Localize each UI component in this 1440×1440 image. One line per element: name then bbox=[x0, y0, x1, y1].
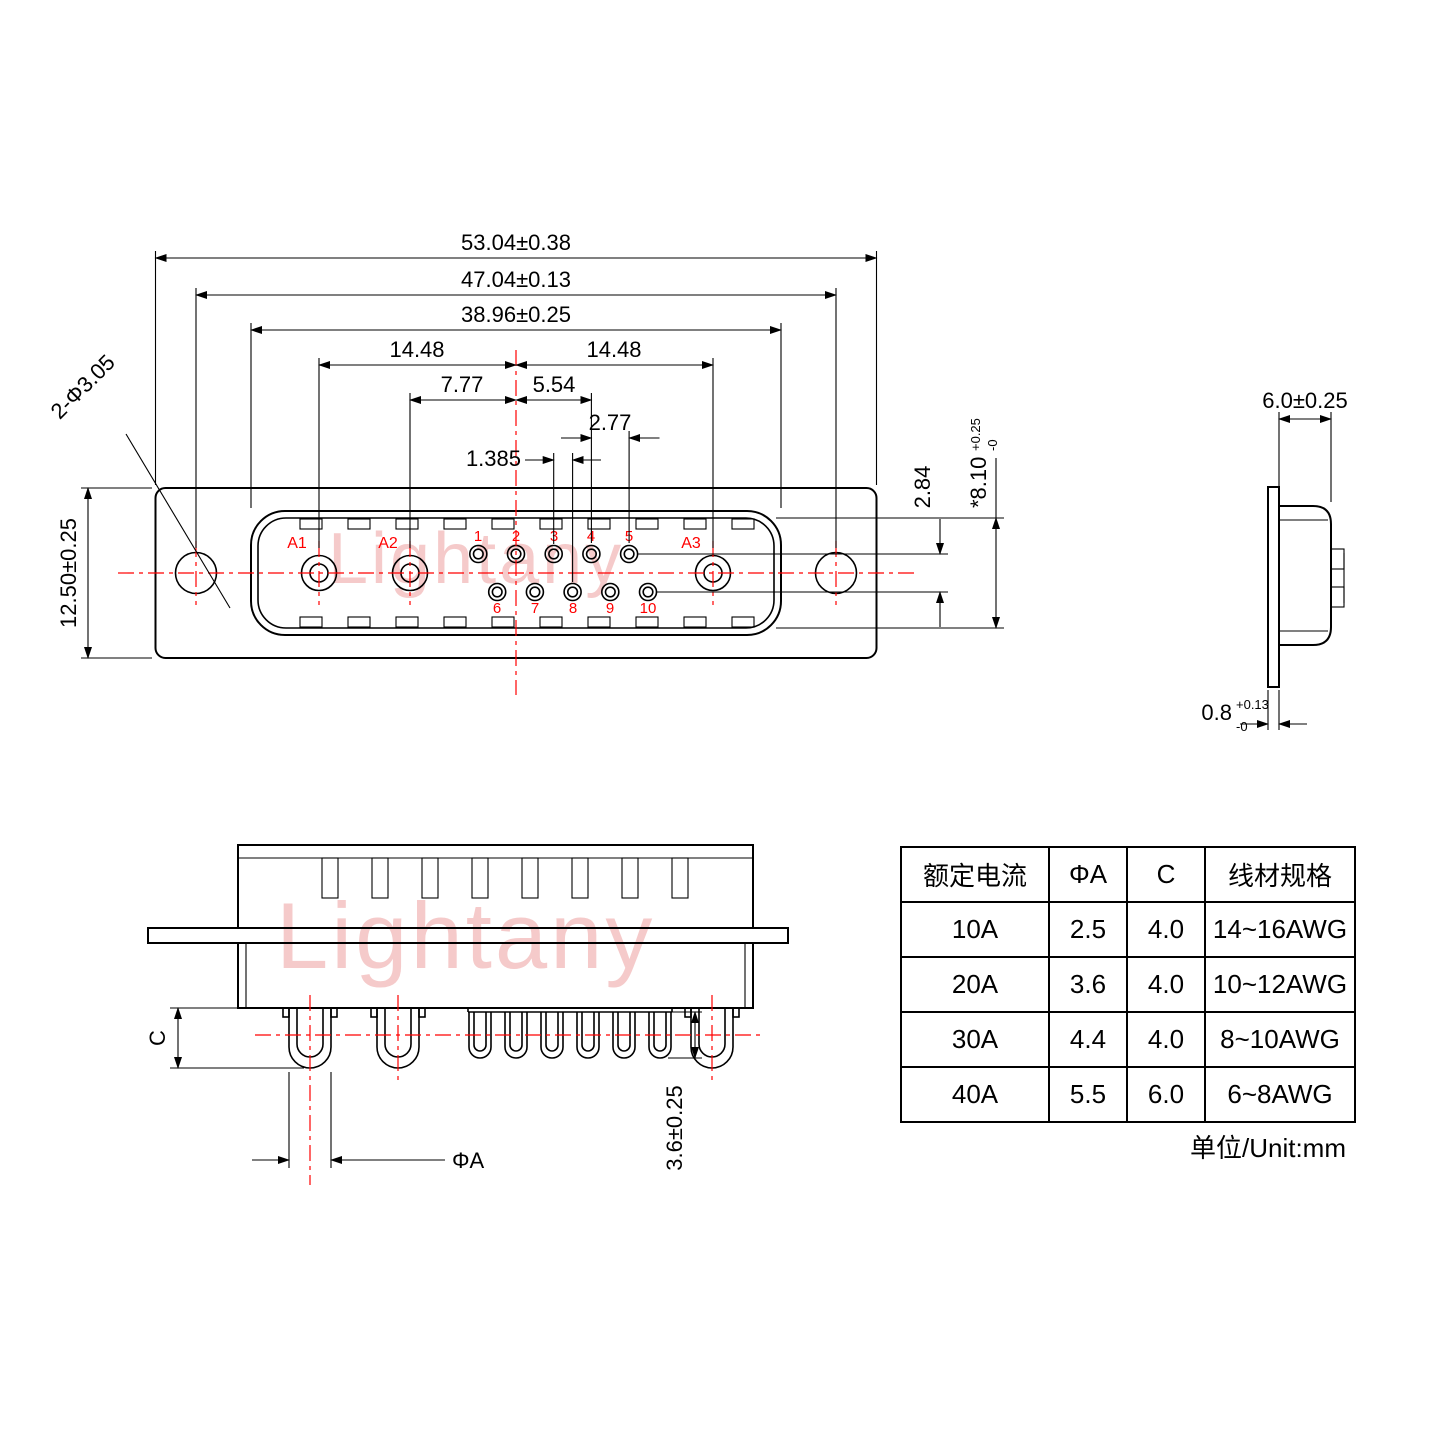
front-centerlines bbox=[118, 350, 914, 695]
dim-a2-pin4: 7.77 5.54 bbox=[409, 372, 593, 548]
cell: 10~12AWG bbox=[1204, 956, 1356, 1013]
cell: 4.0 bbox=[1126, 901, 1206, 958]
cell: 3.6 bbox=[1048, 956, 1128, 1013]
dim-cup-length: C bbox=[145, 1007, 304, 1069]
table-row: 40A 5.5 6.0 6~8AWG bbox=[900, 1066, 1356, 1123]
contact-label-a2: A2 bbox=[378, 535, 398, 552]
cell: 6.0 bbox=[1126, 1066, 1206, 1123]
svg-text:2.77: 2.77 bbox=[589, 410, 632, 435]
svg-text:47.04±0.13: 47.04±0.13 bbox=[461, 267, 571, 292]
dim-width-outer: 53.04±0.38 bbox=[154, 230, 878, 485]
spec-table-header-row: 额定电流 ΦA C 线材规格 bbox=[900, 846, 1356, 903]
cell: 14~16AWG bbox=[1204, 901, 1356, 958]
pin-label-2: 2 bbox=[512, 528, 520, 545]
svg-text:6.0±0.25: 6.0±0.25 bbox=[1262, 388, 1347, 413]
pin-label-9: 9 bbox=[606, 600, 614, 617]
bottom-shell-slots bbox=[321, 857, 689, 899]
front-view: A1 A2 A3 1 2 3 4 5 6 7 8 9 10 53.04±0.38 bbox=[46, 230, 1004, 695]
insulator-slots-bottom bbox=[299, 616, 755, 628]
svg-text:2.84: 2.84 bbox=[910, 466, 935, 509]
contact-label-a1: A1 bbox=[287, 535, 307, 552]
header-c: C bbox=[1126, 846, 1206, 903]
cell: 30A bbox=[900, 1011, 1050, 1068]
cell: 20A bbox=[900, 956, 1050, 1013]
table-row: 10A 2.5 4.0 14~16AWG bbox=[900, 901, 1356, 958]
dim-depth: 6.0±0.25 bbox=[1262, 388, 1348, 502]
svg-text:12.50±0.25: 12.50±0.25 bbox=[56, 518, 81, 628]
dim-width-shell: 38.96±0.25 bbox=[250, 302, 782, 508]
dim-contact-spacing: 14.48 14.48 bbox=[318, 337, 714, 548]
dim-half-pitch: 1.385 bbox=[466, 446, 601, 582]
svg-text:-0: -0 bbox=[985, 439, 1000, 451]
spec-table: 额定电流 ΦA C 线材规格 10A 2.5 4.0 14~16AWG 20A … bbox=[900, 846, 1356, 1123]
svg-text:C: C bbox=[145, 1030, 170, 1046]
svg-text:+0.13: +0.13 bbox=[1236, 697, 1269, 712]
pin-label-8: 8 bbox=[569, 600, 577, 617]
signal-pins-top-row bbox=[468, 544, 639, 564]
dim-flange-thickness: 0.8 +0.13 -0 bbox=[1201, 690, 1307, 734]
dim-width-holes: 47.04±0.13 bbox=[195, 267, 837, 548]
cell: 6~8AWG bbox=[1204, 1066, 1356, 1123]
svg-text:7.77: 7.77 bbox=[441, 372, 484, 397]
cell: 8~10AWG bbox=[1204, 1011, 1356, 1068]
dim-shell-height: *8.10 +0.25 -0 bbox=[776, 418, 1004, 629]
svg-text:0.8: 0.8 bbox=[1201, 700, 1232, 725]
signal-pins-bottom-row bbox=[487, 582, 658, 602]
dim-flange-height: 12.50±0.25 bbox=[56, 487, 152, 659]
cell: 5.5 bbox=[1048, 1066, 1128, 1123]
dim-row-spacing: 2.84 bbox=[637, 466, 948, 627]
header-phi-a: ΦA bbox=[1048, 846, 1128, 903]
contact-label-a3: A3 bbox=[681, 535, 701, 552]
side-view: 6.0±0.25 0.8 +0.13 -0 bbox=[1201, 388, 1347, 734]
signal-solder-cups bbox=[467, 1008, 673, 1059]
dim-pin-pitch: 2.77 bbox=[561, 410, 660, 543]
cell: 4.4 bbox=[1048, 1011, 1128, 1068]
svg-text:14.48: 14.48 bbox=[586, 337, 641, 362]
cell: 10A bbox=[900, 901, 1050, 958]
dim-small-pin-length: 3.6±0.25 bbox=[662, 1011, 702, 1171]
table-row: 20A 3.6 4.0 10~12AWG bbox=[900, 956, 1356, 1013]
svg-text:ΦA: ΦA bbox=[452, 1148, 485, 1173]
bottom-centerlines bbox=[255, 995, 765, 1185]
cell: 40A bbox=[900, 1066, 1050, 1123]
svg-text:*8.10: *8.10 bbox=[966, 457, 991, 508]
svg-text:2-Φ3.05: 2-Φ3.05 bbox=[46, 350, 120, 424]
svg-text:14.48: 14.48 bbox=[389, 337, 444, 362]
bottom-view: C ΦA 3.6±0.25 bbox=[145, 844, 789, 1185]
svg-text:-0: -0 bbox=[1236, 719, 1248, 734]
header-wire-gauge: 线材规格 bbox=[1204, 846, 1356, 903]
svg-text:38.96±0.25: 38.96±0.25 bbox=[461, 302, 571, 327]
svg-text:3.6±0.25: 3.6±0.25 bbox=[662, 1085, 687, 1170]
side-flange bbox=[1267, 486, 1280, 688]
unit-note: 单位/Unit:mm bbox=[1189, 1133, 1346, 1163]
pin-label-10: 10 bbox=[640, 600, 657, 617]
svg-text:+0.25: +0.25 bbox=[968, 418, 983, 451]
side-shell-body bbox=[1279, 505, 1332, 646]
insulator-slots-top bbox=[299, 518, 755, 530]
svg-text:1.385: 1.385 bbox=[466, 446, 521, 471]
header-rated-current: 额定电流 bbox=[900, 846, 1050, 903]
bottom-insulator bbox=[237, 942, 754, 1009]
pin-label-6: 6 bbox=[493, 600, 501, 617]
bottom-flange bbox=[147, 927, 789, 944]
pin-label-7: 7 bbox=[531, 600, 539, 617]
svg-text:5.54: 5.54 bbox=[533, 372, 576, 397]
table-row: 30A 4.4 4.0 8~10AWG bbox=[900, 1011, 1356, 1068]
side-rear-hooks bbox=[1330, 548, 1345, 608]
cell: 4.0 bbox=[1126, 956, 1206, 1013]
cell: 2.5 bbox=[1048, 901, 1128, 958]
svg-text:53.04±0.38: 53.04±0.38 bbox=[461, 230, 571, 255]
pin-label-1: 1 bbox=[474, 528, 482, 545]
cell: 4.0 bbox=[1126, 1011, 1206, 1068]
dim-pin-diameter: ΦA bbox=[252, 1072, 485, 1173]
